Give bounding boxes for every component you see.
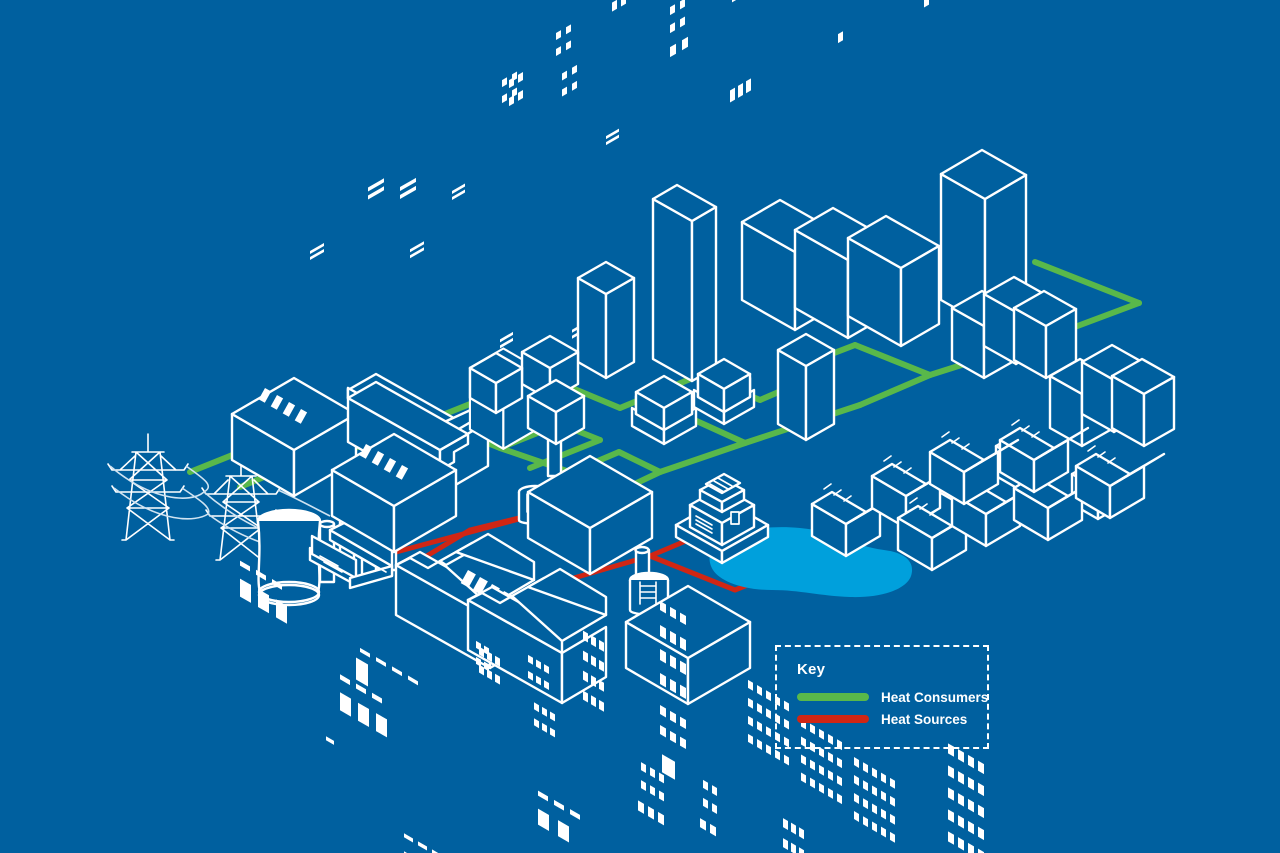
tower-block-5 bbox=[630, 0, 698, 826]
apartment-block-cluster-right-2 bbox=[1048, 343, 1176, 448]
key-title: Key bbox=[797, 661, 826, 678]
tower-block-2 bbox=[576, 0, 636, 712]
cooling-tower bbox=[256, 508, 322, 607]
tower-block-4 bbox=[776, 332, 836, 853]
key-label: Heat Sources bbox=[881, 711, 968, 727]
house-8 bbox=[1074, 445, 1166, 520]
tower-block-6 bbox=[692, 0, 756, 837]
tower-block-1 bbox=[651, 183, 718, 780]
key-row: Heat Sources bbox=[797, 709, 988, 729]
apartment-block-2 bbox=[520, 24, 580, 690]
warehouse-3 bbox=[330, 241, 458, 738]
lake bbox=[709, 527, 913, 598]
key-swatch-heat-sources bbox=[797, 715, 869, 723]
heat-consumer-pipe-segment bbox=[527, 437, 603, 471]
house-2 bbox=[870, 455, 962, 530]
heat-consumer-pipe-segment bbox=[857, 372, 933, 408]
key-row: Heat Consumers bbox=[797, 687, 988, 707]
warehouse-1 bbox=[230, 242, 358, 624]
apartment-block-3 bbox=[526, 64, 586, 738]
apartment-block-7 bbox=[468, 71, 524, 672]
key-swatch-heat-consumers bbox=[797, 693, 869, 701]
electricity-pylon-1 bbox=[107, 433, 189, 541]
apartment-slab-group bbox=[740, 198, 941, 843]
water-source-heat-pump bbox=[674, 78, 770, 565]
heat-consumer-pipe-segment bbox=[616, 449, 663, 475]
heat-source-pipe-segment bbox=[417, 527, 473, 563]
key-label: Heat Consumers bbox=[881, 689, 989, 705]
house-1 bbox=[810, 31, 902, 558]
heat-consumer-pipe-segment bbox=[1032, 259, 1142, 306]
house-6 bbox=[998, 419, 1090, 494]
apartment-block-4 bbox=[994, 429, 1050, 493]
house-3 bbox=[896, 0, 988, 572]
heat-source-pipe-segment bbox=[647, 553, 738, 593]
house-7 bbox=[928, 431, 1020, 506]
apartment-block-cluster-right bbox=[950, 275, 1078, 380]
heat-consumer-pipe-segment bbox=[687, 415, 748, 446]
heat-consumer-pipe-segment bbox=[657, 440, 748, 475]
warehouse-4 bbox=[517, 128, 654, 843]
heat-consumer-pipe-segment bbox=[852, 342, 933, 378]
